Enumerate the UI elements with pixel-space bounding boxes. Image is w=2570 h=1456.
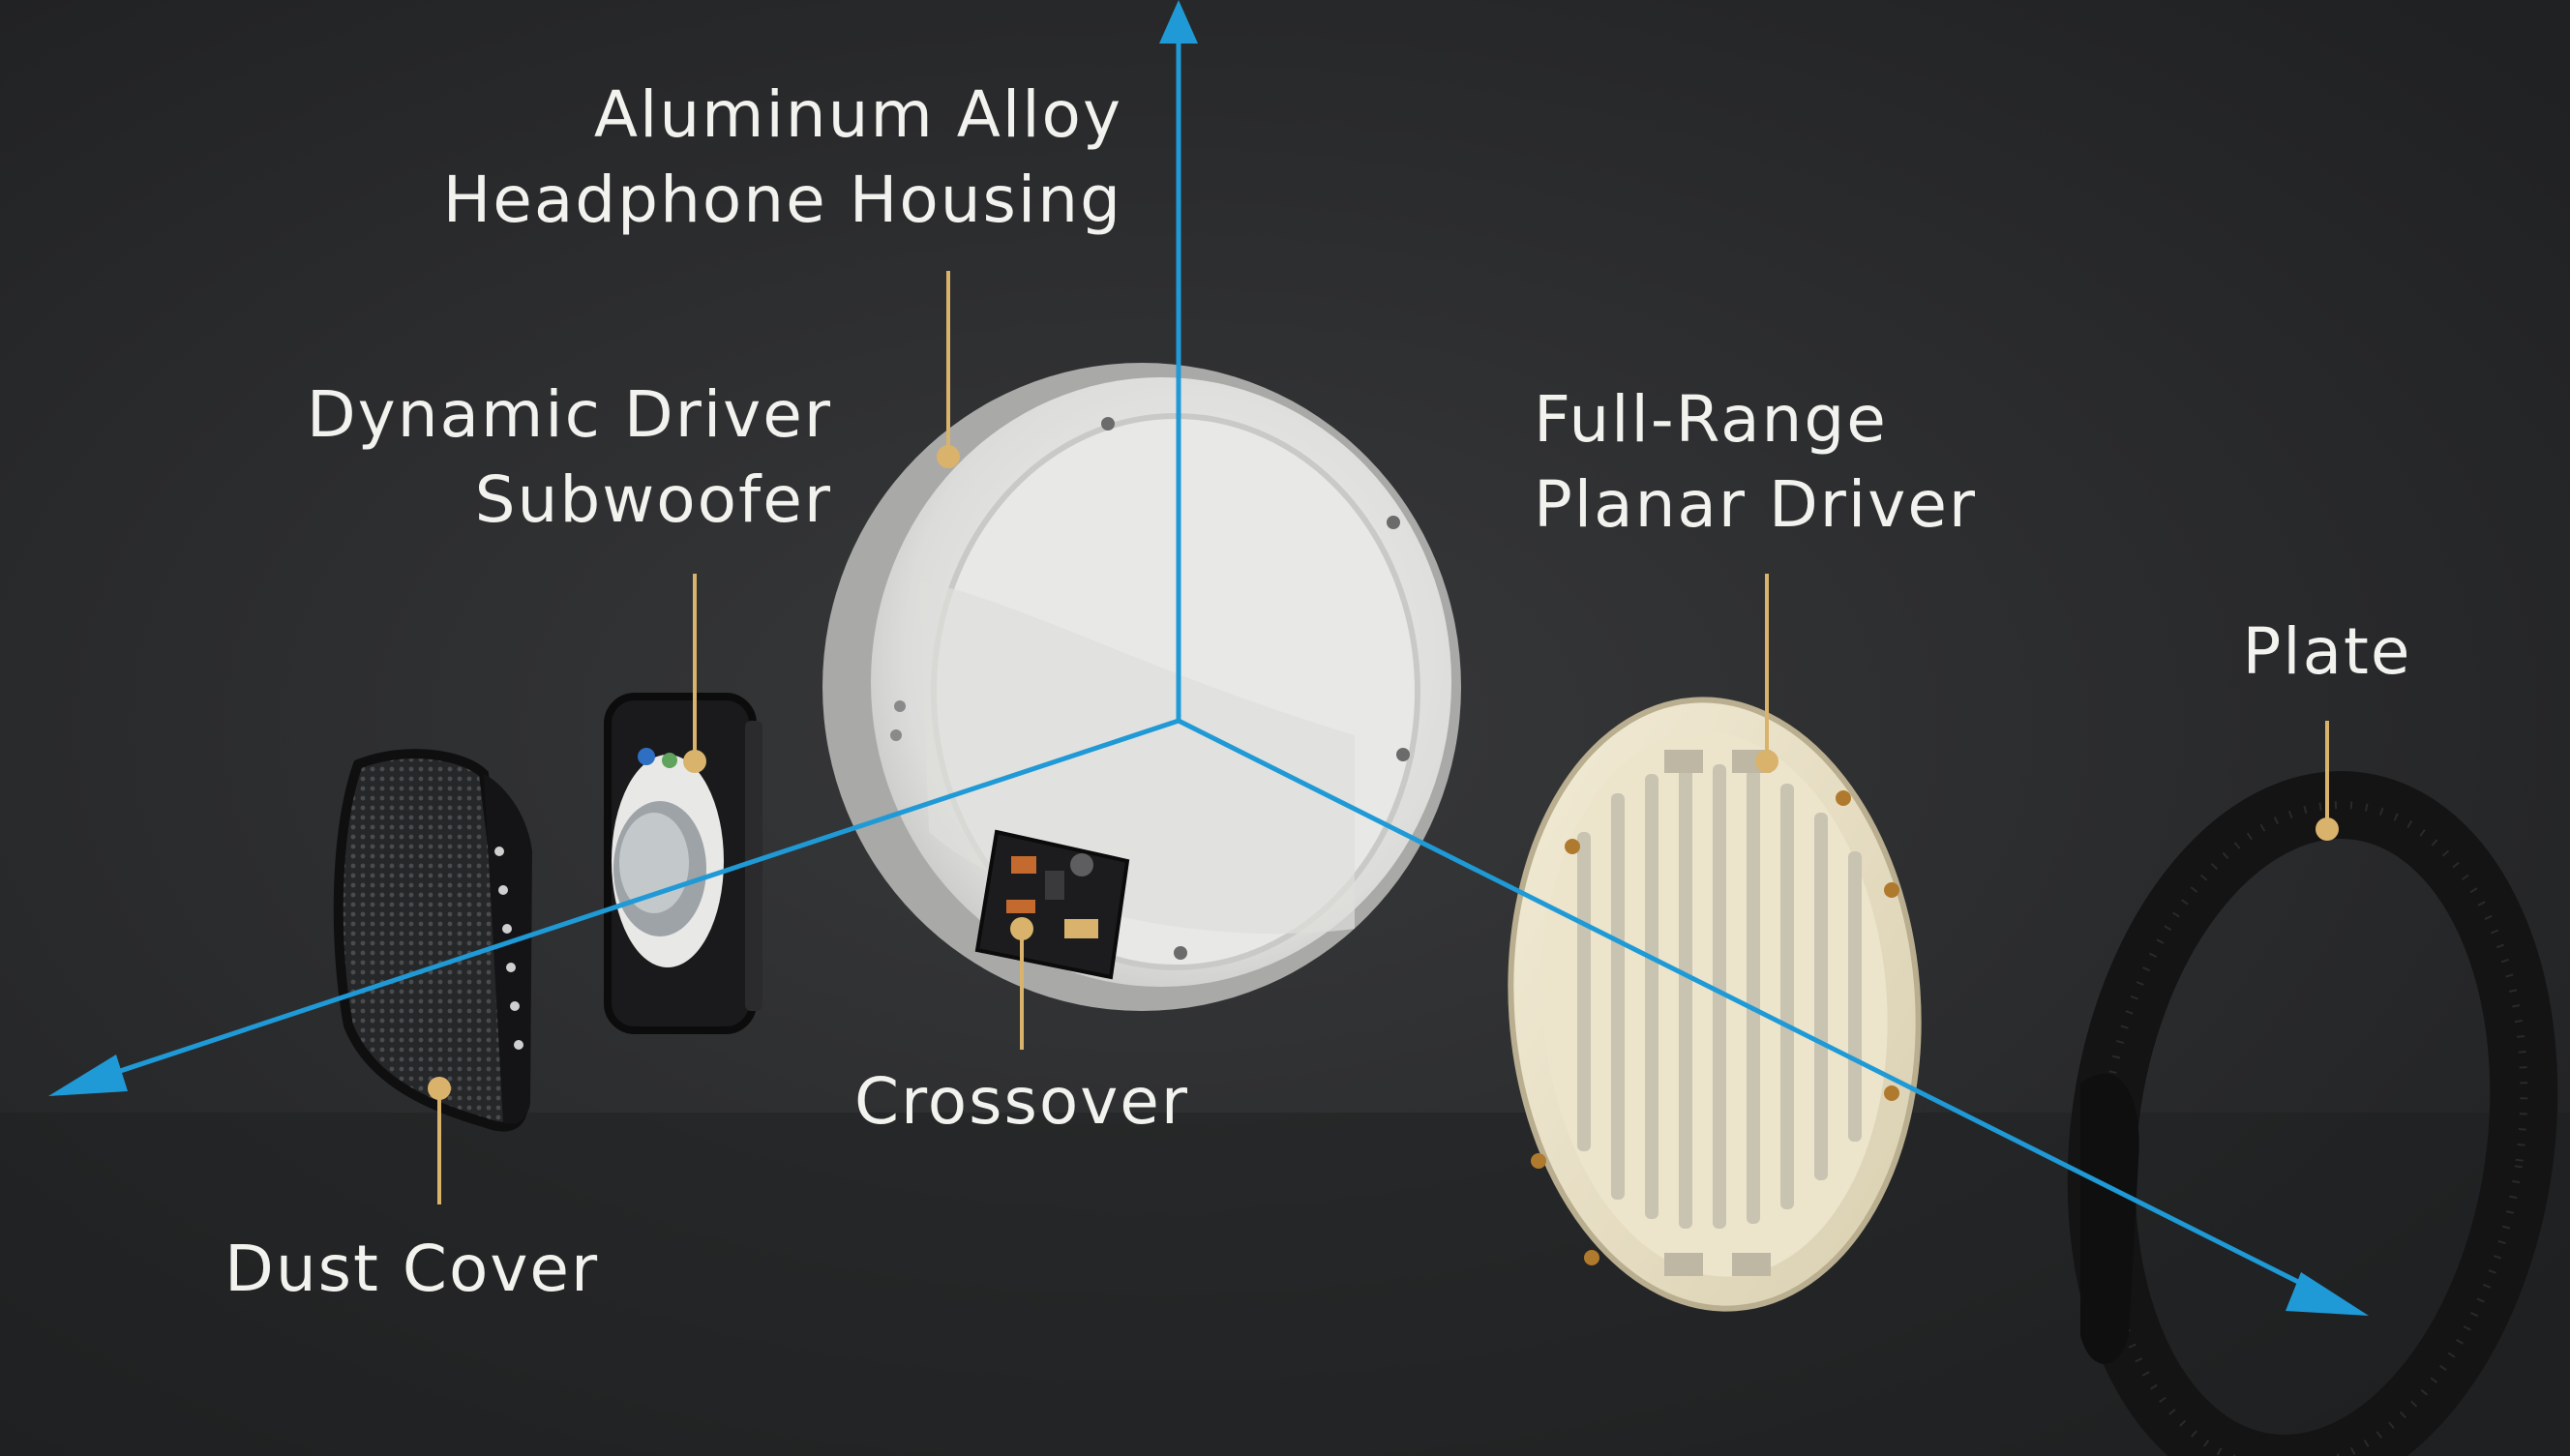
axis-right	[1177, 718, 2319, 1294]
axis-vertical-arrowhead	[1159, 0, 1198, 44]
leader-dust-cover-dot	[428, 1077, 451, 1100]
label-housing: Aluminum Alloy Headphone Housing	[348, 73, 1122, 243]
dynamic-driver-part	[604, 693, 762, 1034]
planar-driver-part	[1508, 697, 1922, 1312]
leader-crossover-dot	[1010, 917, 1033, 940]
label-planar-driver-line-2: Planar Driver	[1534, 467, 1978, 542]
leader-dynamic-driver-dot	[683, 750, 706, 773]
crossover-part	[974, 829, 1130, 980]
label-dynamic-driver-line-2: Subwoofer	[474, 462, 832, 537]
label-crossover: Crossover	[853, 1064, 1190, 1139]
axis-left-arrowhead	[48, 1055, 128, 1096]
leader-plate-dot	[2316, 817, 2339, 841]
leader-housing-dot	[937, 445, 960, 468]
label-planar-driver-line-1: Full-Range	[1534, 382, 1888, 457]
label-dynamic-driver-line-1: Dynamic Driver	[306, 377, 832, 452]
leader-lines	[428, 271, 2339, 1204]
label-housing-line-1: Aluminum Alloy	[593, 77, 1122, 152]
axis-right-arrowhead	[2286, 1272, 2369, 1316]
axis-left	[96, 718, 1180, 1082]
label-dust-cover: Dust Cover	[224, 1232, 600, 1306]
dust-cover-part	[333, 749, 532, 1132]
label-plate: Plate	[2242, 614, 2412, 689]
leader-planar-driver-dot	[1755, 750, 1778, 773]
housing-part	[822, 363, 1461, 1011]
plate-part	[2067, 771, 2558, 1456]
label-planar-driver: Full-Range Planar Driver	[1534, 377, 2211, 548]
axes	[48, 0, 2369, 1316]
label-housing-line-2: Headphone Housing	[442, 163, 1122, 237]
label-dynamic-driver: Dynamic Driver Subwoofer	[194, 372, 832, 543]
